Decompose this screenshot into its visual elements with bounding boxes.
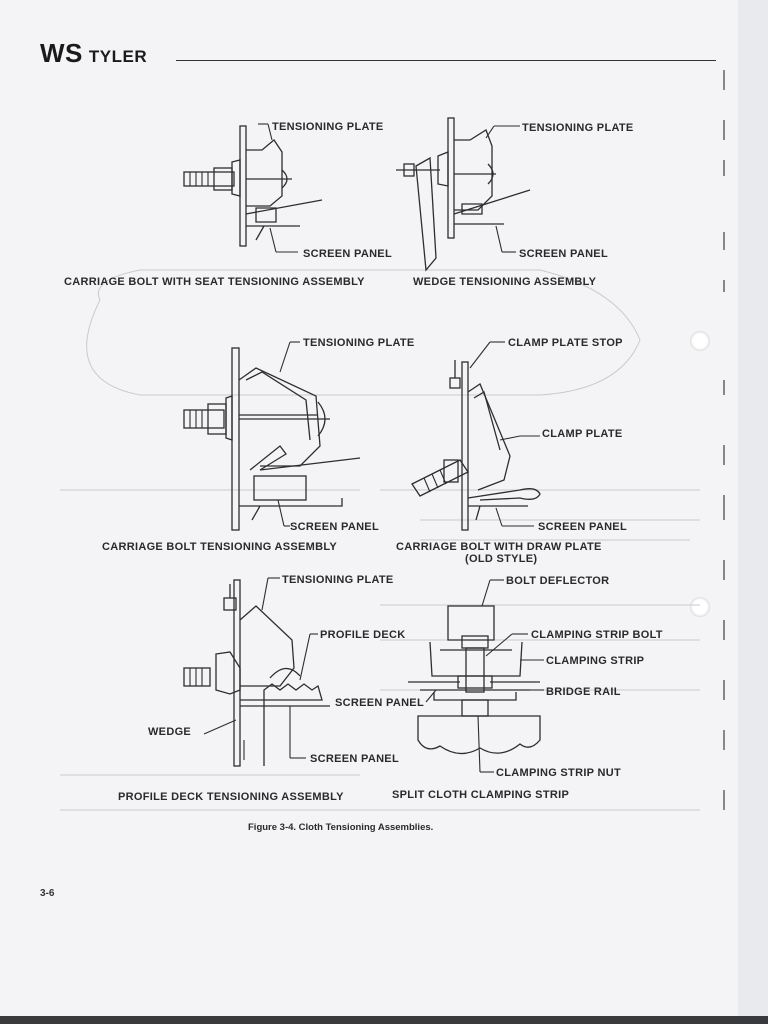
diagram-profile-deck-tensioning: TENSIONING PLATE PROFILE DECK WEDGE SCRE… (118, 574, 406, 803)
label-clamp-plate: CLAMP PLATE (542, 428, 623, 440)
label-tensioning-plate: TENSIONING PLATE (282, 574, 394, 586)
label-screen-panel: SCREEN PANEL (310, 753, 399, 765)
page-edge (738, 0, 768, 1024)
label-clamping-strip-bolt: CLAMPING STRIP BOLT (531, 629, 663, 641)
label-tensioning-plate: TENSIONING PLATE (522, 122, 634, 134)
caption-d4-line2: (OLD STYLE) (465, 553, 537, 565)
label-clamp-plate-stop: CLAMP PLATE STOP (508, 337, 623, 349)
label-tensioning-plate: TENSIONING PLATE (303, 337, 415, 349)
label-bolt-deflector: BOLT DEFLECTOR (506, 575, 609, 587)
scan-bottom-edge (0, 1016, 768, 1024)
brand-logo: WS TYLER (40, 38, 147, 69)
caption-d3: CARRIAGE BOLT TENSIONING ASSEMBLY (102, 541, 337, 553)
page-number: 3-6 (40, 888, 55, 899)
label-clamping-strip-nut: CLAMPING STRIP NUT (496, 767, 621, 779)
diagram-wedge-tensioning: TENSIONING PLATE SCREEN PANEL WEDGE TENS… (396, 117, 634, 288)
caption-d6: SPLIT CLOTH CLAMPING STRIP (392, 789, 569, 801)
header-rule (176, 60, 716, 61)
label-clamping-strip: CLAMPING STRIP (546, 655, 644, 667)
diagram-carriage-bolt-draw-plate: CLAMP PLATE STOP CLAMP PLATE SCREEN PANE… (396, 337, 627, 565)
caption-d1: CARRIAGE BOLT WITH SEAT TENSIONING ASSEM… (64, 276, 365, 288)
figure-caption: Figure 3-4. Cloth Tensioning Assemblies. (248, 822, 433, 833)
label-bridge-rail: BRIDGE RAIL (546, 686, 621, 698)
label-screen-panel: SCREEN PANEL (538, 521, 627, 533)
label-screen-panel: SCREEN PANEL (519, 248, 608, 260)
caption-d4-line1: CARRIAGE BOLT WITH DRAW PLATE (396, 541, 602, 553)
binder-hole-top (690, 331, 710, 351)
logo-main: WS (40, 38, 83, 68)
label-screen-panel: SCREEN PANEL (335, 697, 424, 709)
label-screen-panel: SCREEN PANEL (290, 521, 379, 533)
label-profile-deck: PROFILE DECK (320, 629, 406, 641)
label-tensioning-plate: TENSIONING PLATE (272, 121, 384, 133)
binder-hole-bottom (690, 597, 710, 617)
caption-d5: PROFILE DECK TENSIONING ASSEMBLY (118, 791, 344, 803)
label-wedge: WEDGE (148, 726, 191, 738)
diagram-carriage-bolt-seat: TENSIONING PLATE SCREEN PANEL CARRIAGE B… (64, 121, 392, 288)
logo-sub: TYLER (88, 47, 148, 66)
document-page (0, 0, 738, 1016)
diagram-carriage-bolt-tensioning: TENSIONING PLATE SCREEN PANEL CARRIAGE B… (102, 337, 415, 553)
label-screen-panel: SCREEN PANEL (303, 248, 392, 260)
caption-d2: WEDGE TENSIONING ASSEMBLY (413, 276, 597, 288)
diagram-split-cloth-clamping-strip: BOLT DEFLECTOR CLAMPING STRIP BOLT CLAMP… (335, 575, 663, 801)
